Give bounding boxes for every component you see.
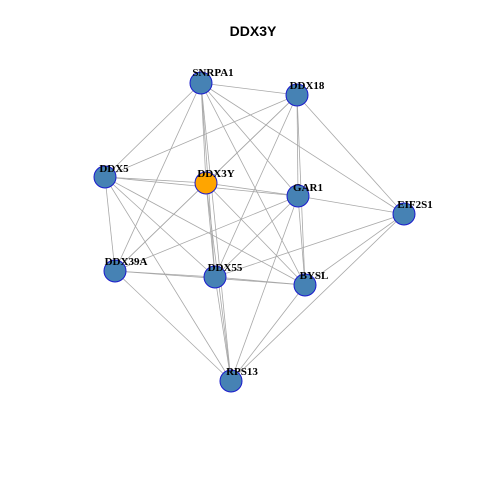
node-rps13[interactable] <box>219 369 243 393</box>
edge-ddx3y-ddx39a <box>114 182 207 272</box>
node-label-ddx55: DDX55 <box>208 262 243 274</box>
node-label-snrpa1: SNRPA1 <box>192 67 233 79</box>
edge-ddx5-rps13 <box>104 176 232 382</box>
edge-snrpa1-ddx39a <box>114 82 202 272</box>
edge-eif2s1-rps13 <box>230 213 405 382</box>
node-label-ddx39a: DDX39A <box>105 256 148 268</box>
edge-gar1-ddx55 <box>214 195 299 278</box>
edge-ddx5-ddx39a <box>104 176 116 272</box>
node-snrpa1[interactable] <box>189 71 213 95</box>
edge-ddx18-eif2s1 <box>296 94 405 215</box>
node-gar1[interactable] <box>286 184 310 208</box>
node-ddx18[interactable] <box>285 83 309 107</box>
edge-ddx39a-rps13 <box>114 270 232 382</box>
edge-snrpa1-gar1 <box>200 82 299 197</box>
edge-ddx55-rps13 <box>214 276 232 382</box>
node-ddx55[interactable] <box>203 265 227 289</box>
edge-ddx18-ddx5 <box>104 94 298 178</box>
node-bysl[interactable] <box>293 273 317 297</box>
edge-ddx18-gar1 <box>296 94 299 197</box>
chart-title: DDX3Y <box>230 23 277 39</box>
node-label-rps13: RPS13 <box>226 366 258 378</box>
edge-snrpa1-rps13 <box>200 82 232 382</box>
edge-ddx3y-gar1 <box>205 182 299 197</box>
edge-snrpa1-ddx18 <box>200 82 298 96</box>
node-ddx5[interactable] <box>93 165 117 189</box>
edge-eif2s1-ddx55 <box>214 213 405 278</box>
node-ddx3y[interactable] <box>194 171 218 195</box>
edge-gar1-bysl <box>297 195 306 286</box>
edge-bysl-rps13 <box>230 284 306 382</box>
node-eif2s1[interactable] <box>392 202 416 226</box>
edge-ddx3y-ddx55 <box>205 182 216 278</box>
edge-snrpa1-ddx5 <box>104 82 202 178</box>
node-label-gar1: GAR1 <box>293 182 323 194</box>
node-label-ddx18: DDX18 <box>290 80 325 92</box>
edge-snrpa1-eif2s1 <box>200 82 405 215</box>
nodes-layer <box>93 71 416 393</box>
node-label-eif2s1: EIF2S1 <box>397 199 432 211</box>
edge-gar1-ddx39a <box>114 195 299 272</box>
node-ddx39a[interactable] <box>103 259 127 283</box>
edge-ddx3y-bysl <box>205 182 306 286</box>
node-label-bysl: BYSL <box>300 270 329 282</box>
node-label-ddx5: DDX5 <box>99 163 129 175</box>
edge-gar1-rps13 <box>230 195 299 382</box>
edge-eif2s1-bysl <box>304 213 405 286</box>
edge-ddx5-ddx3y <box>104 176 207 184</box>
edge-ddx5-bysl <box>104 176 306 286</box>
edge-ddx55-bysl <box>214 276 306 286</box>
node-label-ddx3y: DDX3Y <box>197 168 234 180</box>
edge-gar1-eif2s1 <box>297 195 405 215</box>
edge-snrpa1-bysl <box>200 82 306 286</box>
edge-ddx18-ddx55 <box>214 94 298 278</box>
